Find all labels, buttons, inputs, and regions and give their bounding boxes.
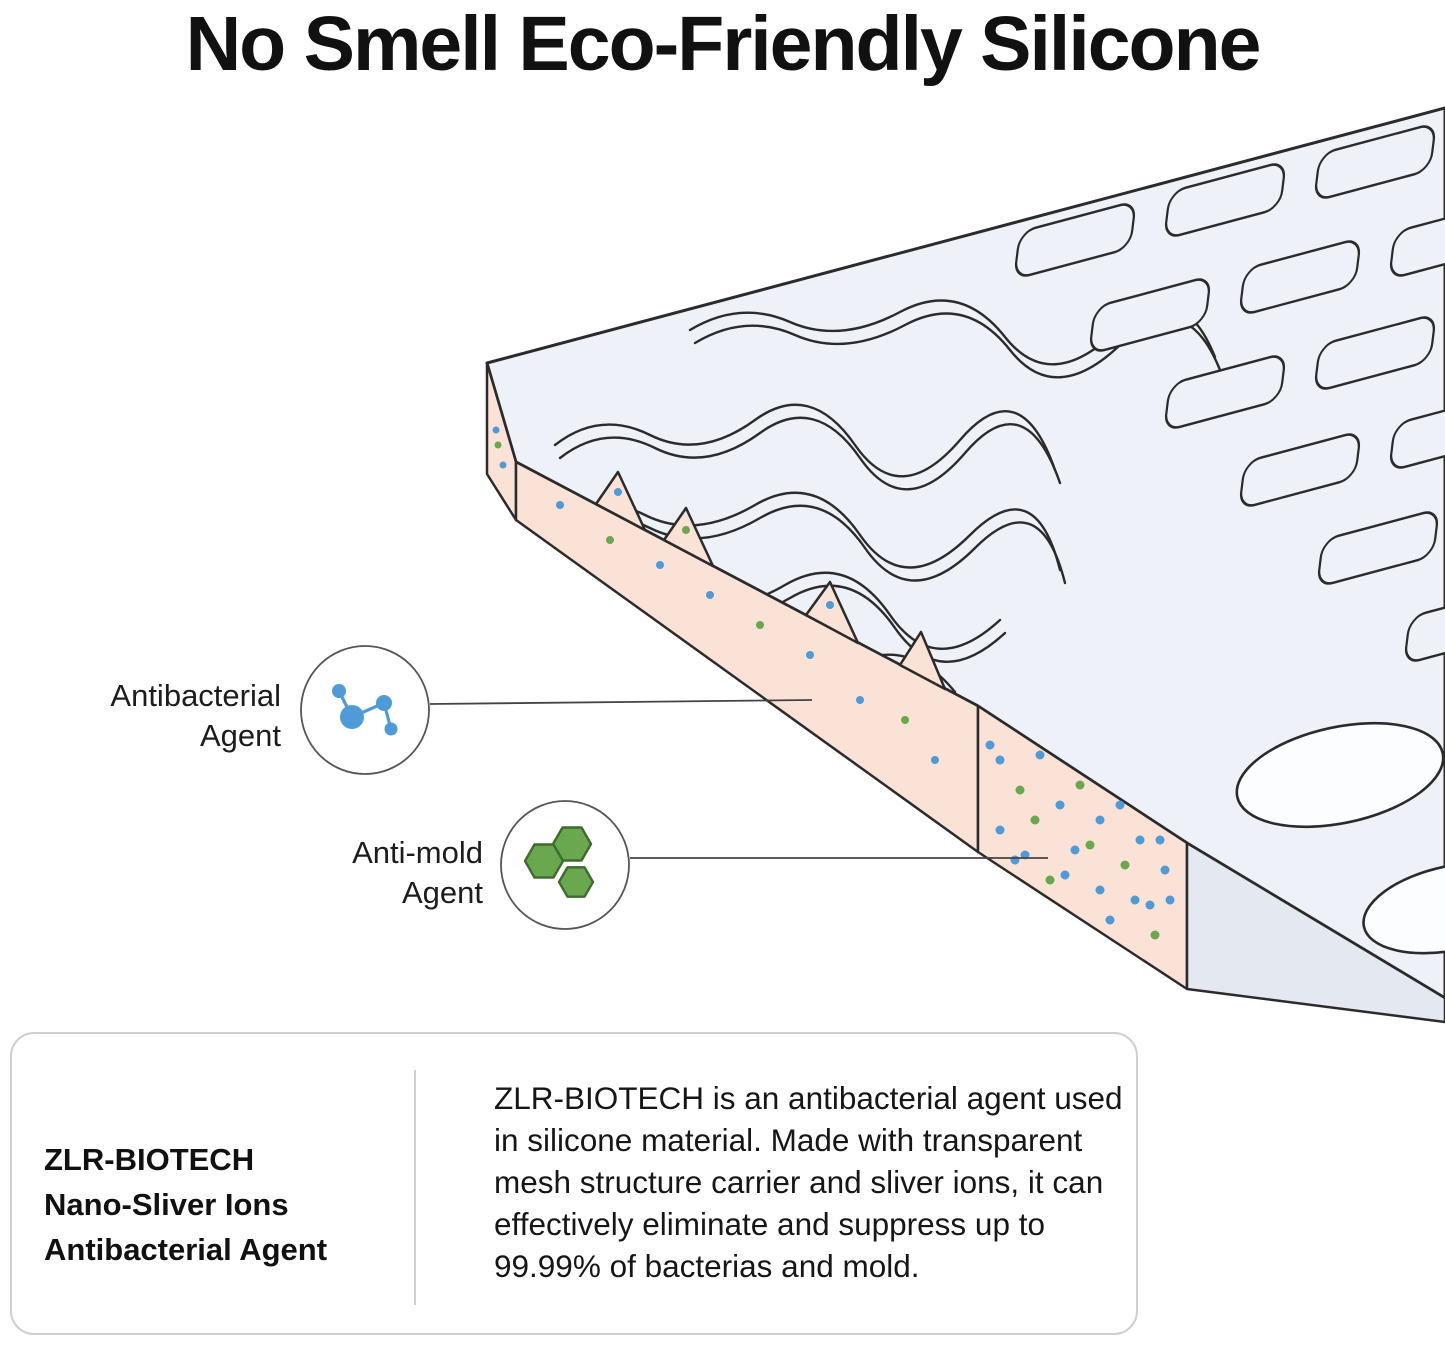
info-box-body-text: ZLR-BIOTECH is an antibacterial agent us… (494, 1080, 1123, 1284)
left-edge-face (485, 361, 518, 522)
info-box-heading-line1: ZLR-BIOTECH (44, 1142, 255, 1177)
agent-dots-front-edge (556, 488, 939, 764)
front-right-edge-face (1185, 841, 1445, 1024)
antibacterial-agent-label-line2: Agent (199, 717, 281, 753)
info-box-divider (414, 1070, 416, 1305)
antibacterial-callout (300, 645, 430, 775)
callout-lines (429, 699, 1048, 859)
antibacterial-agent-label: Antibacterial Agent (110, 676, 281, 755)
info-box: ZLR-BIOTECH Nano-Sliver Ions Antibacteri… (10, 1032, 1138, 1335)
antimold-callout-circle (500, 800, 630, 930)
callout-line-antibacterial (429, 699, 813, 705)
antibacterial-agent-label-line1: Antibacterial (110, 678, 281, 713)
info-box-heading: ZLR-BIOTECH Nano-Sliver Ions Antibacteri… (44, 1138, 327, 1273)
antimold-callout (500, 800, 630, 930)
molecule-icon (332, 684, 398, 736)
page-title: No Smell Eco-Friendly Silicone (185, 1, 1262, 87)
drain-hole (1235, 721, 1445, 955)
hexagon-cluster-icon (523, 826, 595, 898)
info-box-heading-line2: Nano-Sliver Ions (44, 1186, 289, 1222)
antimold-agent-label-line2: Agent (401, 874, 483, 910)
antimold-agent-label-line1: Anti-mold (352, 835, 483, 870)
ridge-bumps (1014, 108, 1445, 662)
antimold-agent-label: Anti-mold Agent (352, 833, 483, 912)
info-box-heading-line3: Antibacterial Agent (44, 1231, 328, 1267)
